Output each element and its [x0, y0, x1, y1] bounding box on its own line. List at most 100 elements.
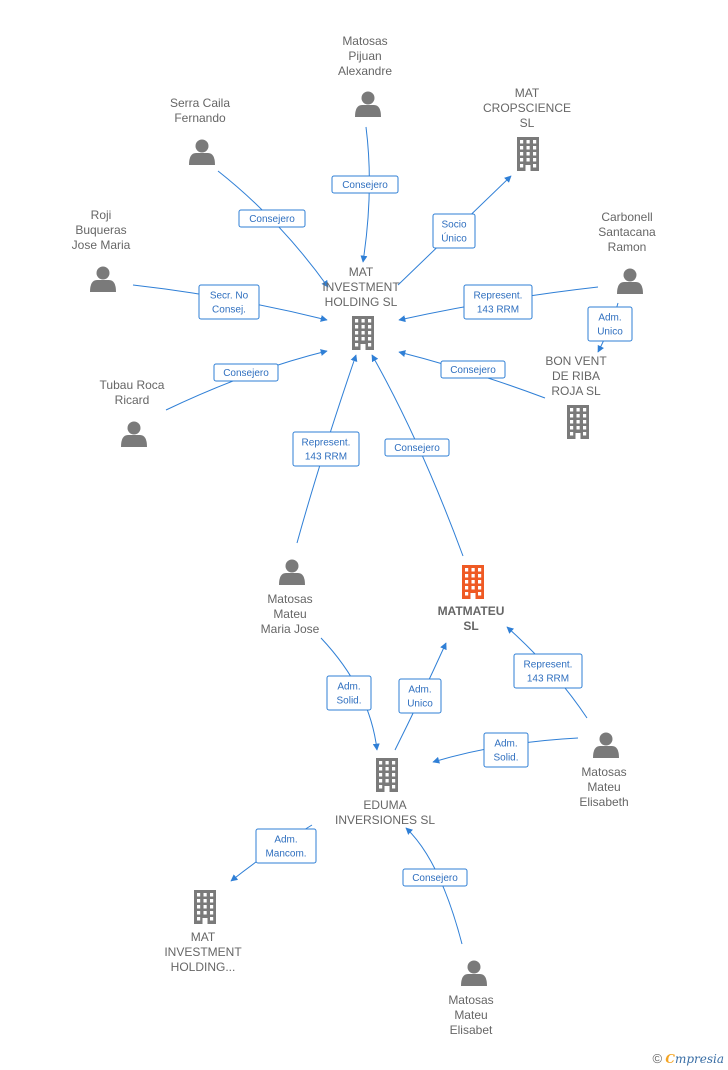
- person-icon[interactable]: [617, 268, 643, 295]
- node-label[interactable]: Carbonell: [601, 210, 652, 224]
- node-label[interactable]: Mateu: [454, 1008, 487, 1022]
- edge-label-box[interactable]: [587, 306, 633, 342]
- building-window: [385, 773, 389, 777]
- node-label[interactable]: Fernando: [174, 111, 226, 125]
- node-label[interactable]: ROJA SL: [551, 384, 601, 398]
- edge-label-box[interactable]: [402, 868, 468, 887]
- node-label[interactable]: MAT: [349, 265, 374, 279]
- edge-label-box[interactable]: [238, 209, 306, 228]
- node-label[interactable]: Pijuan: [348, 49, 381, 63]
- node-label[interactable]: Elisabet: [450, 1023, 493, 1037]
- edge-label-box[interactable]: [331, 175, 399, 194]
- node-label[interactable]: CROPSCIENCE: [483, 101, 571, 115]
- node-label[interactable]: DE RIBA: [552, 369, 600, 383]
- edge-label-box[interactable]: [213, 363, 279, 382]
- node-label[interactable]: Elisabeth: [579, 795, 628, 809]
- edge-label-box[interactable]: [326, 675, 372, 711]
- edge-elisabet-to-eduma: Consejero: [402, 827, 468, 945]
- edge-label-box[interactable]: [483, 732, 529, 768]
- edge-label-text: Consejero: [249, 214, 295, 225]
- node-label[interactable]: HOLDING...: [171, 960, 236, 974]
- edge-label-text: Represent.: [474, 291, 523, 302]
- person-icon[interactable]: [279, 559, 305, 586]
- node-label[interactable]: Serra Caila: [170, 96, 230, 110]
- node-label[interactable]: Santacana: [598, 225, 656, 239]
- edge-label-text: Represent.: [302, 438, 351, 449]
- building-window: [533, 152, 537, 156]
- person-icon[interactable]: [593, 732, 619, 759]
- person-icon[interactable]: [461, 960, 487, 987]
- node-label[interactable]: MAT: [191, 930, 216, 944]
- node-label[interactable]: Matosas: [342, 34, 387, 48]
- node-label[interactable]: Mateu: [587, 780, 620, 794]
- node-label[interactable]: INVESTMENT: [164, 945, 242, 959]
- edge-label-box[interactable]: [440, 360, 506, 379]
- edge-pijuan-to-matinv: Consejero: [331, 126, 399, 263]
- node-label[interactable]: SL: [463, 619, 478, 633]
- node-label[interactable]: SL: [520, 116, 535, 130]
- person-icon[interactable]: [90, 266, 116, 293]
- node-label[interactable]: Matosas: [267, 592, 312, 606]
- building-icon[interactable]: [352, 316, 374, 350]
- node-label[interactable]: Maria Jose: [261, 622, 320, 636]
- edge-label-box[interactable]: [513, 653, 583, 689]
- building-window: [583, 414, 587, 418]
- node-label[interactable]: Roji: [91, 208, 112, 222]
- edge-label-box[interactable]: [292, 431, 360, 467]
- node-label[interactable]: MAT: [515, 86, 540, 100]
- building-icon[interactable]: [567, 405, 589, 439]
- edge-label-box[interactable]: [463, 284, 533, 320]
- node-label[interactable]: Mateu: [273, 607, 306, 621]
- building-window: [526, 158, 530, 162]
- person-icon[interactable]: [355, 91, 381, 118]
- edge-label-box[interactable]: [398, 678, 442, 714]
- building-window: [576, 426, 580, 430]
- edge-label-box[interactable]: [432, 213, 476, 249]
- node-label[interactable]: Matosas: [448, 993, 493, 1007]
- building-window: [368, 319, 372, 323]
- edge-label-box[interactable]: [384, 438, 450, 457]
- node-label[interactable]: EDUMA: [363, 798, 406, 812]
- node-label[interactable]: Alexandre: [338, 64, 392, 78]
- node-label[interactable]: INVESTMENT: [322, 280, 400, 294]
- person-icon[interactable]: [121, 421, 147, 448]
- node-label[interactable]: Buqueras: [75, 223, 126, 237]
- node-label[interactable]: INVERSIONES SL: [335, 813, 435, 827]
- building-window: [379, 767, 383, 771]
- node-matinv2[interactable]: MATINVESTMENTHOLDING...: [164, 890, 242, 974]
- node-label[interactable]: Jose Maria: [72, 238, 131, 252]
- node-label[interactable]: BON VENT: [545, 354, 607, 368]
- edge-label-box[interactable]: [255, 828, 317, 864]
- building-icon[interactable]: [462, 565, 484, 599]
- node-label[interactable]: Ricard: [115, 393, 150, 407]
- building-window: [197, 893, 201, 897]
- node-label[interactable]: Tubau Roca: [100, 378, 165, 392]
- node-label[interactable]: Matosas: [581, 765, 626, 779]
- building-window: [197, 905, 201, 909]
- building-window: [583, 420, 587, 424]
- building-window: [392, 785, 396, 789]
- building-icon[interactable]: [517, 137, 539, 171]
- node-label[interactable]: HOLDING SL: [325, 295, 398, 309]
- building-window: [570, 420, 574, 424]
- node-label[interactable]: Ramon: [608, 240, 647, 254]
- building-window: [533, 146, 537, 150]
- building-icon[interactable]: [194, 890, 216, 924]
- person-icon[interactable]: [189, 139, 215, 166]
- node-label[interactable]: MATMATEU: [438, 604, 505, 618]
- building-icon[interactable]: [376, 758, 398, 792]
- edge-label-box[interactable]: [198, 284, 260, 320]
